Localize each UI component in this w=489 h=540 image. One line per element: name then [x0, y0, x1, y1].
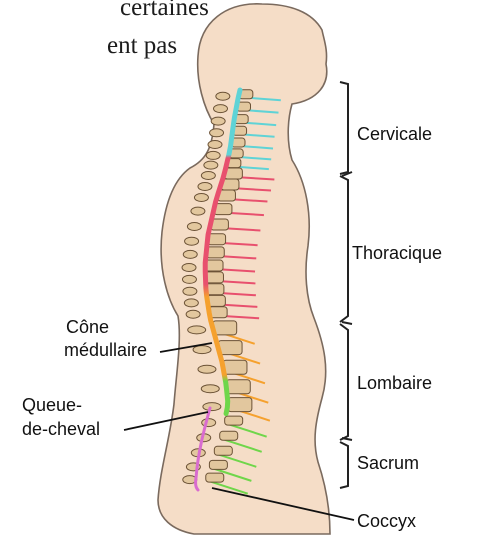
vertebra-spinous-process — [201, 172, 215, 180]
vertebra-spinous-process — [186, 310, 200, 318]
vertebra-spinous-process — [208, 140, 222, 148]
callout-queue-line-2: de-cheval — [22, 419, 100, 439]
vertebra-spinous-process — [187, 223, 201, 231]
region-label-thoracique: Thoracique — [352, 243, 442, 263]
vertebra-spinous-process — [191, 207, 205, 215]
vertebra-spinous-process — [194, 194, 208, 202]
vertebra-body — [228, 398, 252, 412]
vertebra-body — [206, 473, 224, 482]
bracket-sacrum — [340, 442, 348, 488]
vertebra-body — [226, 380, 250, 394]
vertebra-spinous-process — [202, 419, 216, 427]
vertebra-body — [220, 431, 238, 440]
vertebra-spinous-process — [188, 326, 206, 334]
vertebra-spinous-process — [183, 287, 197, 295]
vertebra-body — [223, 360, 247, 374]
bracket-cervicale — [340, 82, 348, 174]
bracket-thoracique — [340, 176, 348, 322]
vertebra-spinous-process — [183, 250, 197, 258]
region-brackets — [340, 82, 352, 488]
vertebra-spinous-process — [206, 151, 220, 159]
callout-cone-line-1: Cône — [66, 317, 109, 337]
bracket-lombaire — [340, 324, 348, 440]
region-label-cervicale: Cervicale — [357, 124, 432, 144]
callout-cone-line-2: médullaire — [64, 340, 147, 360]
vertebra-spinous-process — [185, 237, 199, 245]
vertebra-spinous-process — [214, 105, 228, 113]
vertebra-body — [205, 272, 223, 283]
vertebra-spinous-process — [198, 183, 212, 191]
vertebra-body — [209, 460, 227, 469]
vertebra-spinous-process — [210, 129, 224, 137]
vertebra-spinous-process — [204, 161, 218, 169]
vertebra-spinous-process — [211, 117, 225, 125]
vertebra-body — [214, 446, 232, 455]
vertebra-spinous-process — [216, 92, 230, 100]
vertebra-spinous-process — [182, 264, 196, 272]
region-label-lombaire: Lombaire — [357, 373, 432, 393]
vertebra-spinous-process — [203, 403, 221, 411]
callout-coccyx: Coccyx — [357, 511, 416, 531]
vertebra-spinous-process — [182, 275, 196, 283]
vertebra-spinous-process — [184, 299, 198, 307]
vertebra-spinous-process — [198, 365, 216, 373]
vertebra-spinous-process — [201, 385, 219, 393]
region-label-sacrum: Sacrum — [357, 453, 419, 473]
vertebra-body — [225, 416, 243, 425]
vertebra-spinous-process — [193, 346, 211, 354]
callout-queue-line-1: Queue- — [22, 395, 82, 415]
